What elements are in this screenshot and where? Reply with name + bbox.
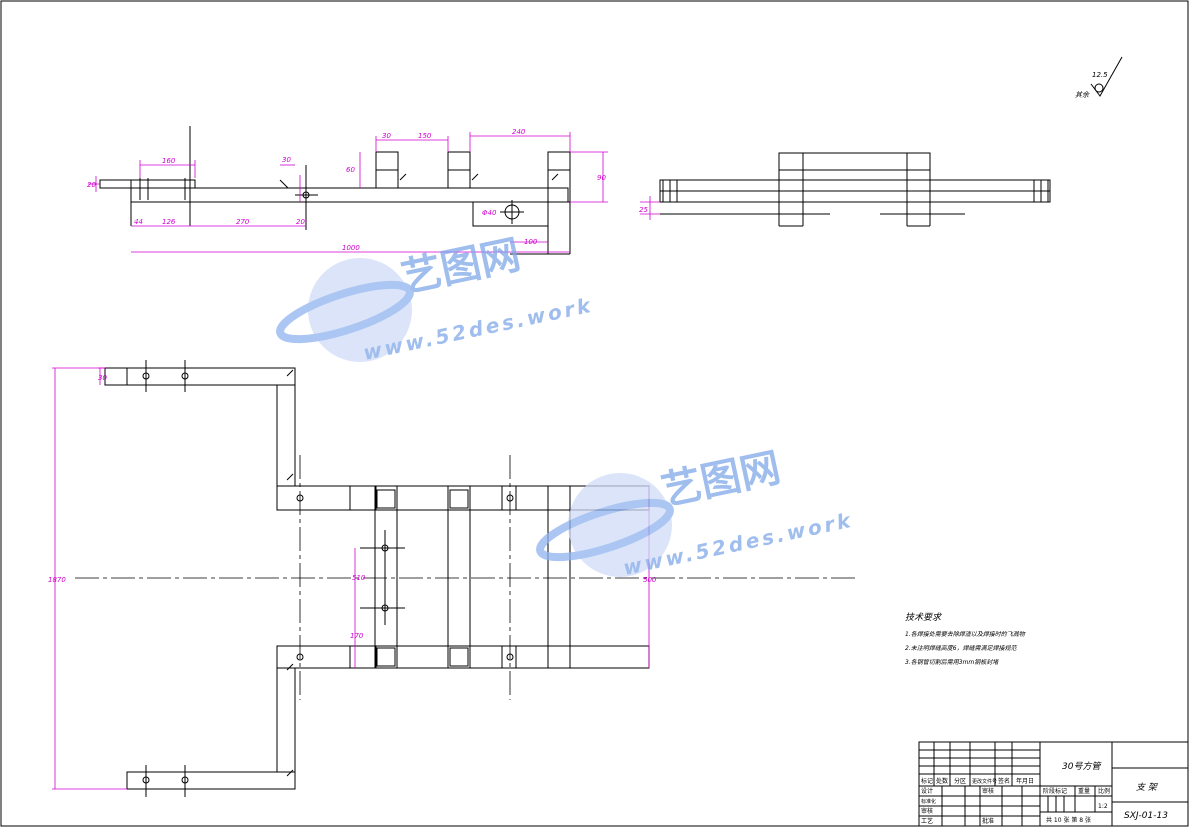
- tech-req-title: 技术要求: [905, 612, 942, 623]
- tb-scale-label: 比例: [1098, 787, 1110, 795]
- tb-row-review: 审核: [921, 807, 933, 815]
- globe-logo-icon: [536, 473, 674, 577]
- dim-1000: 1000: [342, 244, 360, 252]
- dim-500: 500: [643, 576, 657, 584]
- dim-20-b: 20: [296, 218, 305, 226]
- dim-44: 44: [134, 218, 143, 226]
- surface-finish-symbol: 12.5 其余: [1075, 56, 1123, 99]
- tb-sheet-info: 共 10 张 第 8 张: [1046, 816, 1091, 824]
- tech-req-item-1: 1.各焊接处需要去除焊渣以及焊接时的飞溅物: [905, 630, 1026, 638]
- tb-drawing-number: SXJ-01-13: [1124, 811, 1168, 821]
- dim-30-b: 30: [382, 132, 391, 140]
- tb-mid-approve: 批准: [982, 817, 994, 825]
- tb-header-mark: 标记: [921, 777, 933, 785]
- front-view: [88, 126, 608, 255]
- plan-view-dimensions: 30 1870 510 500 170: [48, 374, 657, 640]
- plan-view: [52, 360, 855, 797]
- tb-material: 30号方管: [1062, 761, 1102, 772]
- title-block: 标记 处数 分区 更改文件号 签名 年月日 设计 标准化 审核 工艺 审核 批准…: [918, 741, 1189, 827]
- dim-25: 25: [639, 206, 648, 214]
- dim-150: 150: [418, 132, 432, 140]
- tb-part-name: 支 架: [1136, 782, 1158, 793]
- dim-30-plan: 30: [98, 374, 107, 382]
- technical-requirements: 技术要求 1.各焊接处需要去除焊渣以及焊接时的飞溅物 2.未注明焊缝高度6，焊缝…: [905, 612, 1026, 666]
- tb-mid-review: 审核: [982, 787, 994, 795]
- tb-weight: 重量: [1078, 787, 1090, 795]
- dim-160: 160: [162, 157, 176, 165]
- tb-stage-mark: 阶段标记: [1043, 787, 1067, 795]
- dim-126: 126: [162, 218, 176, 226]
- dim-20-a: 20: [87, 181, 96, 189]
- watermark-text-2: 艺图网: [658, 445, 785, 515]
- tb-scale: 1:2: [1098, 803, 1108, 810]
- side-view: 25: [639, 152, 1051, 227]
- dim-90: 90: [597, 174, 606, 182]
- tb-header-sign: 签名: [998, 777, 1010, 785]
- tb-header-date: 年月日: [1016, 777, 1034, 785]
- tech-req-item-3: 3.各钢管切割后需用3mm钢板封堵: [905, 658, 999, 666]
- dim-hole-diameter: Φ40: [482, 209, 497, 217]
- tb-header-count: 处数: [936, 777, 948, 785]
- dim-100: 100: [524, 238, 538, 246]
- front-view-dimensions: 160 30 150 240 30 60 90 20 44 126 270 20…: [87, 128, 606, 252]
- globe-logo-icon: [276, 258, 414, 362]
- dim-30-a: 30: [282, 156, 291, 164]
- dim-240: 240: [512, 128, 526, 136]
- dim-170: 170: [350, 632, 364, 640]
- tb-row-process: 工艺: [921, 817, 933, 825]
- tech-req-item-2: 2.未注明焊缝高度6，焊缝需满足焊接规范: [905, 644, 1018, 652]
- tb-row-standard: 标准化: [921, 798, 936, 805]
- dim-510: 510: [352, 574, 366, 582]
- surface-finish-value: 12.5: [1092, 71, 1108, 79]
- dim-1870: 1870: [48, 576, 66, 584]
- tb-header-change-doc: 更改文件号: [972, 778, 997, 785]
- watermark-2: 艺图网 www.52des.work: [536, 445, 855, 580]
- dim-270: 270: [236, 218, 250, 226]
- tb-header-zone: 分区: [954, 777, 966, 785]
- dim-60: 60: [346, 166, 355, 174]
- surface-finish-prefix: 其余: [1075, 91, 1090, 99]
- watermark-text-1: 艺图网: [398, 232, 525, 302]
- tb-row-design: 设计: [921, 787, 933, 795]
